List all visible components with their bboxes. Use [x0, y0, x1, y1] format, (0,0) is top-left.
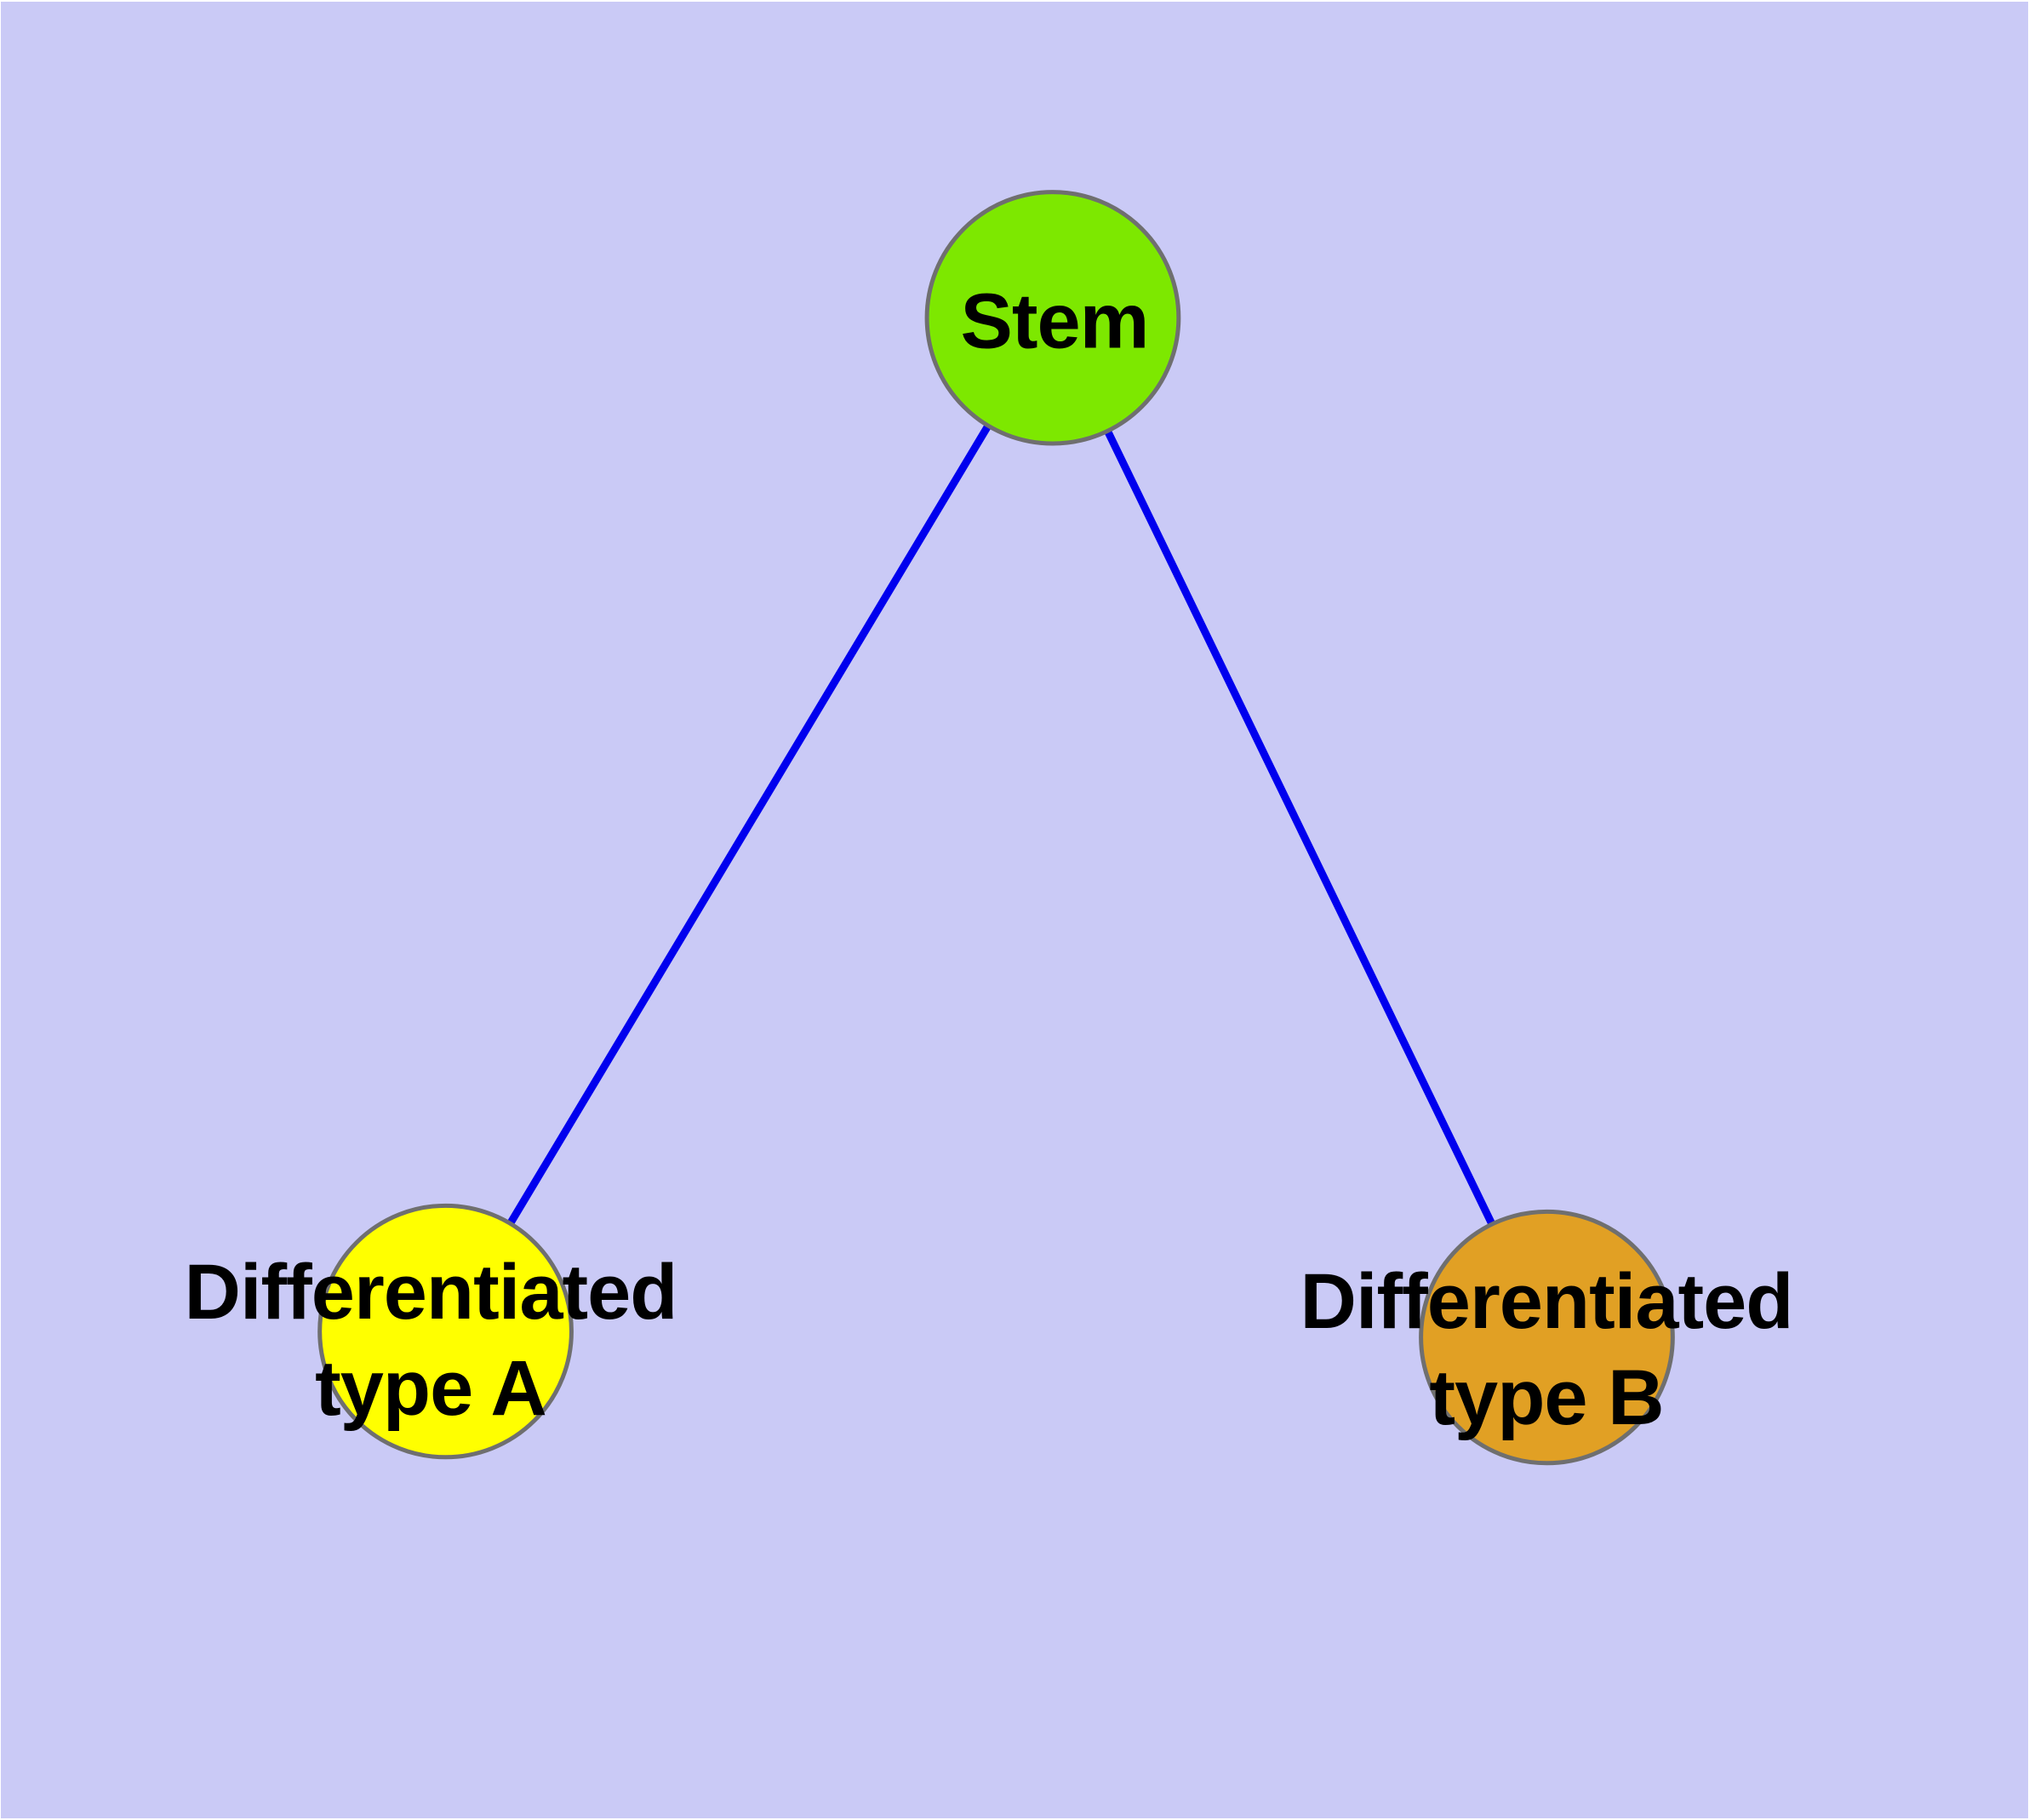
node-label-stem: Stem [960, 273, 1150, 369]
edge-stem-to-type-a [442, 313, 1057, 1336]
node-label-type-a-line-2: type A [315, 1345, 547, 1432]
edge-stem-to-type-b [1049, 313, 1551, 1342]
node-label-stem-line-1: Stem [960, 278, 1150, 365]
node-label-type-a-line-1: Differentiated [184, 1248, 678, 1336]
node-label-type-b-line-1: Differentiated [1300, 1257, 1794, 1345]
node-label-type-b-line-2: type B [1429, 1354, 1664, 1441]
node-stem [924, 190, 1181, 446]
node-label-differentiated-type-b: Differentiated type B [1300, 1254, 1794, 1446]
node-label-differentiated-type-a: Differentiated type A [184, 1245, 678, 1437]
node-differentiated-type-a [317, 1203, 574, 1460]
node-differentiated-type-b [1419, 1209, 1675, 1466]
